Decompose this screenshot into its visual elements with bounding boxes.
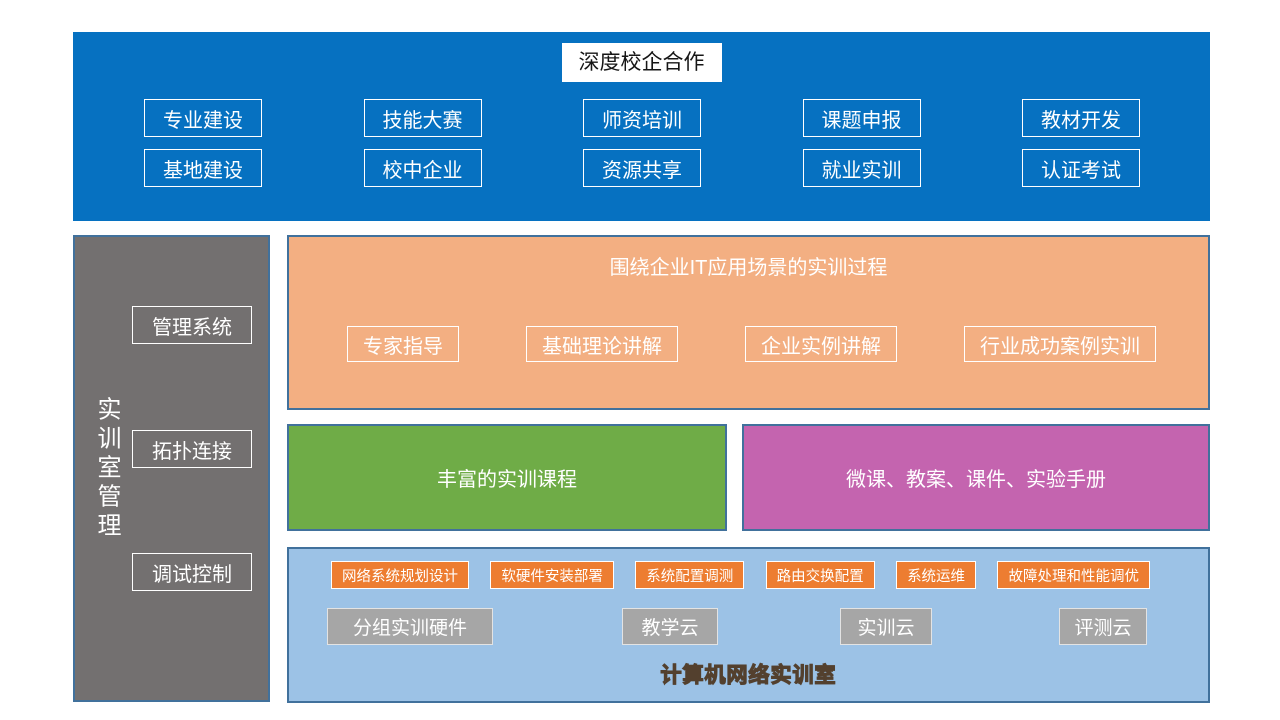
courses-box: 丰富的实训课程 <box>287 424 727 531</box>
skill-item: 路由交换配置 <box>765 561 875 589</box>
school-enterprise-banner: 深度校企合作 专业建设 技能大赛 师资培训 课题申报 教材开发 基地建设 校中企… <box>73 32 1210 221</box>
skill-item: 系统配置调测 <box>635 561 745 589</box>
banner-item: 技能大赛 <box>363 99 482 137</box>
process-item: 企业实例讲解 <box>745 326 897 362</box>
banner-row-1: 专业建设 技能大赛 师资培训 课题申报 教材开发 <box>144 99 1140 137</box>
training-process-section: 围绕企业IT应用场景的实训过程 专家指导 基础理论讲解 企业实例讲解 行业成功案… <box>287 235 1210 410</box>
banner-item: 教材开发 <box>1022 99 1140 137</box>
banner-item: 基地建设 <box>144 149 262 187</box>
skill-item: 故障处理和性能调优 <box>997 561 1150 589</box>
skill-row: 网络系统规划设计 软硬件安装部署 系统配置调测 路由交换配置 系统运维 故障处理… <box>331 561 1150 589</box>
banner-item: 专业建设 <box>144 99 262 137</box>
process-item: 行业成功案例实训 <box>964 326 1156 362</box>
infra-item-training-cloud: 实训云 <box>840 608 932 645</box>
banner-item: 课题申报 <box>802 99 921 137</box>
banner-item: 认证考试 <box>1022 149 1140 187</box>
skill-item: 软硬件安装部署 <box>490 561 614 589</box>
process-item: 基础理论讲解 <box>526 326 678 362</box>
banner-row-2: 基地建设 校中企业 资源共享 就业实训 认证考试 <box>144 149 1140 187</box>
sidebar-item-debug-control: 调试控制 <box>132 553 252 591</box>
lab-management-sidebar: 实训室管理 管理系统 拓扑连接 调试控制 <box>73 235 270 702</box>
skill-item: 系统运维 <box>896 561 977 589</box>
process-title: 围绕企业IT应用场景的实训过程 <box>609 257 888 279</box>
sidebar-item-management-system: 管理系统 <box>132 306 252 344</box>
materials-box: 微课、教案、课件、实验手册 <box>742 424 1210 531</box>
banner-title: 深度校企合作 <box>561 43 722 82</box>
banner-item-grid: 专业建设 技能大赛 师资培训 课题申报 教材开发 基地建设 校中企业 资源共享 … <box>144 99 1140 187</box>
banner-item: 资源共享 <box>583 149 701 187</box>
sidebar-item-topology-connection: 拓扑连接 <box>132 430 252 468</box>
sidebar-vertical-label: 实训室管理 <box>93 396 120 541</box>
infra-item-teaching-cloud: 教学云 <box>622 608 718 645</box>
banner-item: 师资培训 <box>583 99 701 137</box>
process-item-row: 专家指导 基础理论讲解 企业实例讲解 行业成功案例实训 <box>347 326 1156 362</box>
banner-item: 校中企业 <box>363 149 482 187</box>
infra-item-evaluation-cloud: 评测云 <box>1059 608 1147 645</box>
process-item: 专家指导 <box>347 326 459 362</box>
infra-item-group-training-hardware: 分组实训硬件 <box>327 608 493 645</box>
banner-item: 就业实训 <box>802 149 921 187</box>
lab-title: 计算机网络实训室 <box>660 663 837 687</box>
network-lab-section: 网络系统规划设计 软硬件安装部署 系统配置调测 路由交换配置 系统运维 故障处理… <box>287 547 1210 703</box>
skill-item: 网络系统规划设计 <box>331 561 469 589</box>
